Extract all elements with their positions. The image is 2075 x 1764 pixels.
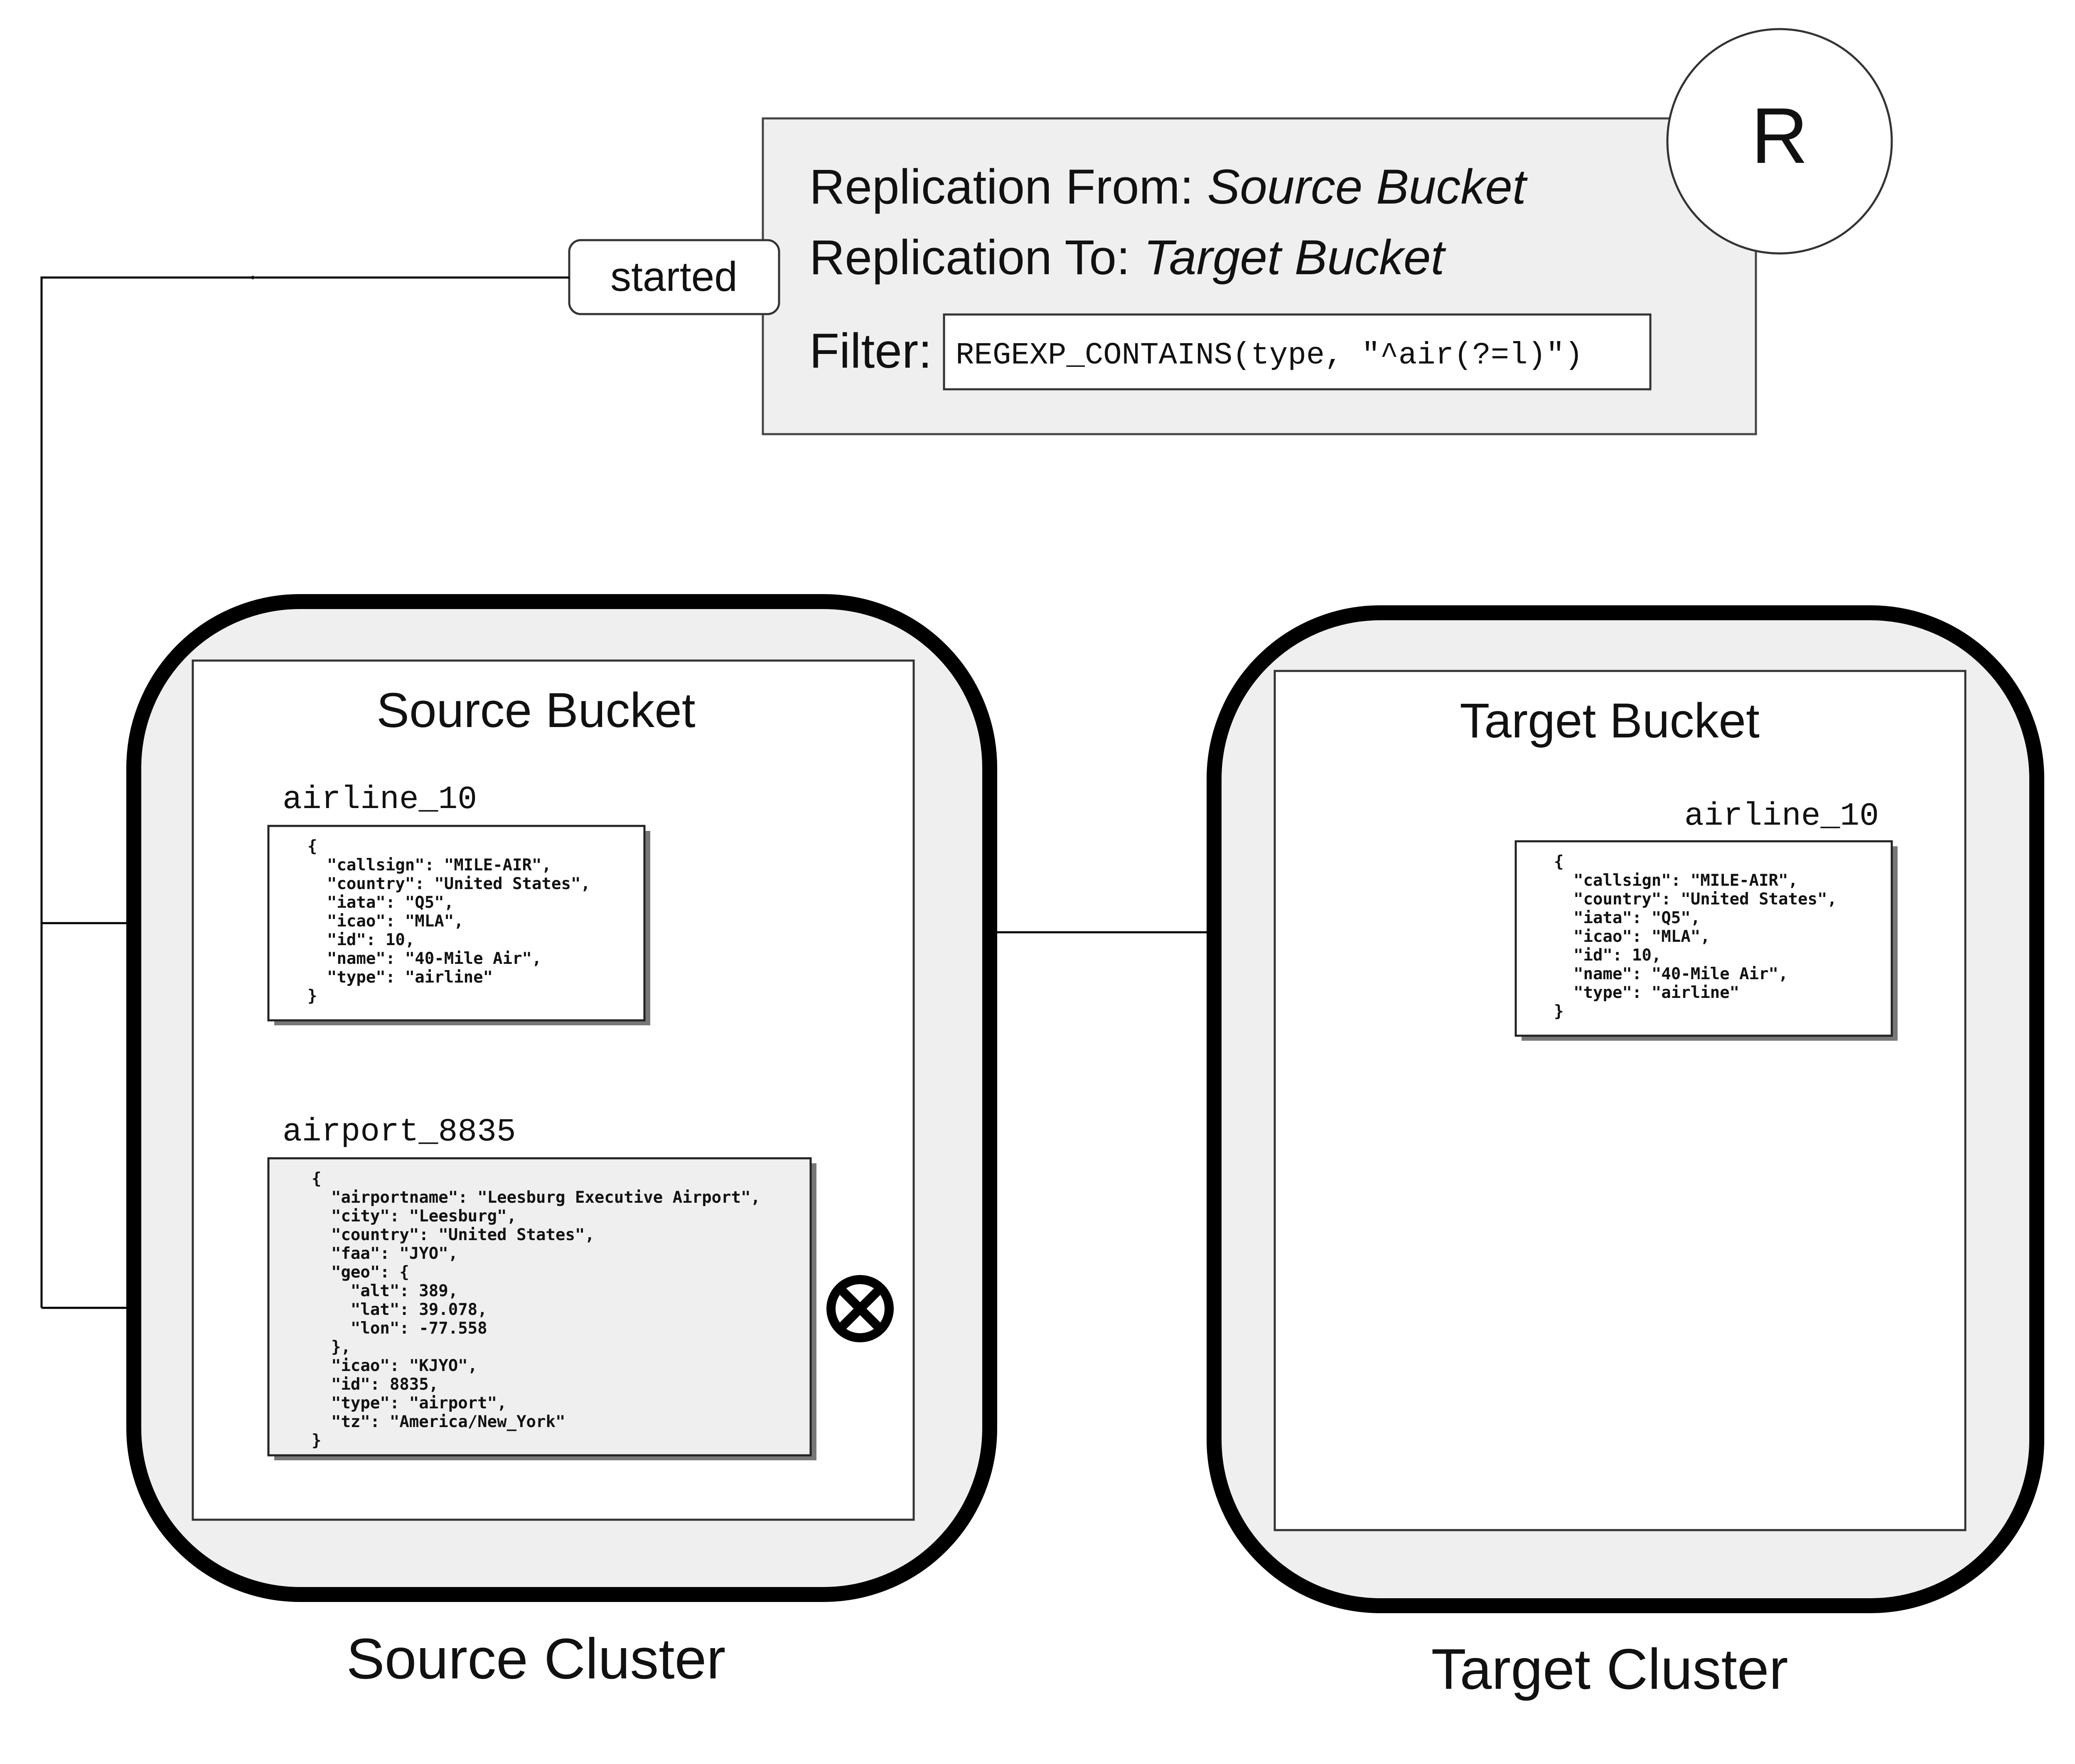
json-line: "iata": "Q5", xyxy=(1554,909,1700,927)
replication-panel: Replication From: Source Bucket Replicat… xyxy=(762,28,1893,435)
json-line: "icao": "KJYO", xyxy=(312,1356,477,1375)
json-line: "alt": 389, xyxy=(312,1282,458,1300)
json-line: "name": "40-Mile Air", xyxy=(307,949,542,968)
source-doc-airline-json: { "callsign": "MILE-AIR", "country": "Un… xyxy=(307,837,600,1005)
replication-to-value: Target Bucket xyxy=(1144,230,1446,285)
json-line: { xyxy=(1554,853,1564,871)
source-cluster: Source Bucket airline_10 { "callsign": "… xyxy=(126,594,997,1602)
replication-to-label: Replication To: xyxy=(809,230,1144,285)
json-line: "id": 10, xyxy=(1554,946,1661,965)
replication-from-value: Source Bucket xyxy=(1207,160,1528,214)
filter-label: Filter: xyxy=(809,324,932,378)
json-line: "icao": "MLA", xyxy=(307,912,464,931)
started-feed-line xyxy=(40,276,249,1308)
json-line: } xyxy=(307,987,317,1005)
source-doc-airport-json: { "airportname": "Leesburg Executive Air… xyxy=(312,1169,770,1450)
json-line: "city": "Leesburg", xyxy=(312,1207,516,1226)
json-line: "airportname": "Leesburg Executive Airpo… xyxy=(312,1188,760,1207)
json-line: "icao": "MLA", xyxy=(1554,927,1710,946)
target-bucket xyxy=(1274,670,1967,1531)
target-doc-airline-json: { "callsign": "MILE-AIR", "country": "Un… xyxy=(1554,853,1846,1021)
json-line: "type": "airline" xyxy=(1554,983,1739,1002)
json-line: "lat": 39.078, xyxy=(312,1300,487,1319)
source-doc-airline xyxy=(267,825,646,1022)
json-line: "callsign": "MILE-AIR", xyxy=(1554,871,1798,890)
filter-expression: REGEXP_CONTAINS(type, "^air(?=l)") xyxy=(956,338,1583,373)
json-line: } xyxy=(312,1431,321,1450)
json-line: "lon": -77.558 xyxy=(312,1319,487,1338)
source-doc-airport-id: airport_8835 xyxy=(283,1114,516,1150)
replication-to-text: Replication To: Target Bucket xyxy=(809,230,1446,285)
filter-expression-box xyxy=(943,313,1652,391)
blocked-icon xyxy=(826,1275,894,1342)
json-line: { xyxy=(312,1169,321,1188)
replication-from-text: Replication From: Source Bucket xyxy=(809,160,1528,214)
target-bucket-label: Target Bucket xyxy=(1460,693,1759,748)
json-line: "name": "40-Mile Air", xyxy=(1554,965,1788,983)
replication-icon xyxy=(1666,28,1893,255)
json-line: "tz": "America/New_York" xyxy=(312,1413,565,1431)
json-line: { xyxy=(307,837,317,856)
json-line: "callsign": "MILE-AIR", xyxy=(307,856,551,875)
json-line: "iata": "Q5", xyxy=(307,893,454,912)
target-doc-airline-id: airline_10 xyxy=(1684,798,1879,835)
status-started: started xyxy=(610,253,738,300)
target-cluster-label: Target Cluster xyxy=(1431,1637,1788,1701)
json-line: "type": "airline" xyxy=(307,968,493,987)
source-doc-airport xyxy=(267,1157,812,1457)
source-doc-airline-id: airline_10 xyxy=(283,781,477,818)
replication-icon-letter: R xyxy=(1751,92,1808,180)
json-line: "geo": { xyxy=(312,1263,409,1282)
json-line: }, xyxy=(312,1338,351,1356)
target-cluster: Target Bucket airline_10 { "callsign": "… xyxy=(1207,605,2044,1613)
json-line: "type": "airport", xyxy=(312,1394,507,1413)
target-doc-airline xyxy=(1514,840,1893,1037)
json-line: } xyxy=(1554,1002,1564,1021)
status-tag: started xyxy=(568,239,780,315)
replication-from-label: Replication From: xyxy=(809,160,1207,214)
json-line: "country": "United States", xyxy=(1554,890,1837,909)
json-line: "faa": "JYO", xyxy=(312,1244,458,1263)
source-cluster-label: Source Cluster xyxy=(347,1627,726,1691)
json-line: "country": "United States", xyxy=(312,1226,595,1244)
json-line: "id": 10, xyxy=(307,931,415,949)
json-line: "country": "United States", xyxy=(307,875,590,893)
source-bucket-label: Source Bucket xyxy=(376,683,695,738)
json-line: "id": 8835, xyxy=(312,1375,438,1394)
